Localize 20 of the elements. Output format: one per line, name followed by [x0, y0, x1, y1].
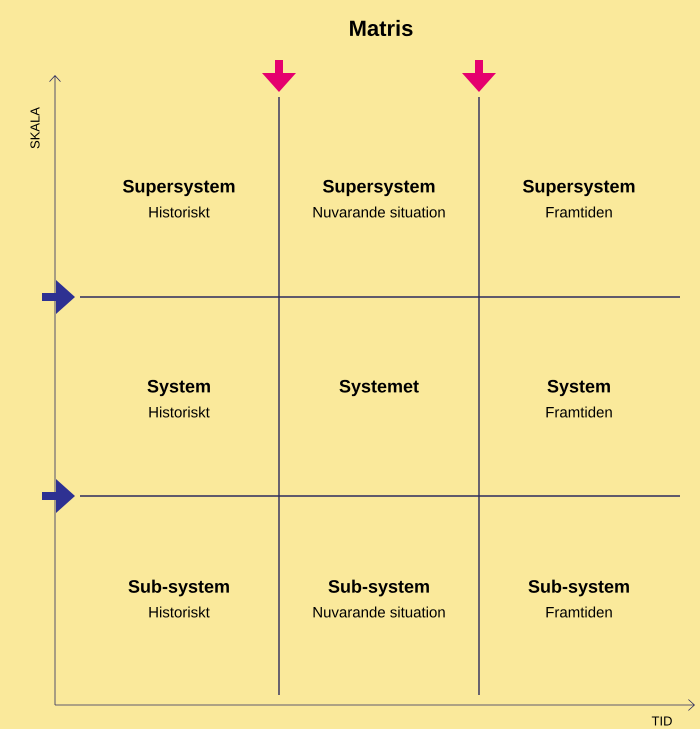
cell-heading: Sub-system: [128, 580, 229, 596]
cell-heading: System: [148, 380, 210, 396]
cell-subtitle: Nuvarande situation: [314, 606, 445, 618]
axis-label: TID: [652, 716, 672, 726]
cell-subtitle: Framtiden: [546, 206, 612, 218]
cell-subtitle: Historiskt: [149, 406, 210, 418]
cell-subtitle: Historiskt: [149, 606, 210, 618]
cell-subtitle: Nuvarande situation: [314, 206, 445, 218]
cell-heading: Sub-system: [328, 580, 429, 596]
cell-subtitle: Framtiden: [546, 606, 612, 618]
title: Matris: [350, 20, 412, 36]
cell-heading: Supersystem: [123, 180, 234, 196]
cell-heading: Supersystem: [323, 180, 434, 196]
cell-heading: Systemet: [340, 380, 419, 396]
cell-heading: System: [548, 380, 610, 396]
cell-subtitle: Historiskt: [149, 206, 210, 218]
cell-subtitle: Framtiden: [546, 406, 612, 418]
axis-label: SKALA: [30, 107, 40, 148]
cell-heading: Sub-system: [528, 580, 629, 596]
cell-heading: Supersystem: [523, 180, 634, 196]
